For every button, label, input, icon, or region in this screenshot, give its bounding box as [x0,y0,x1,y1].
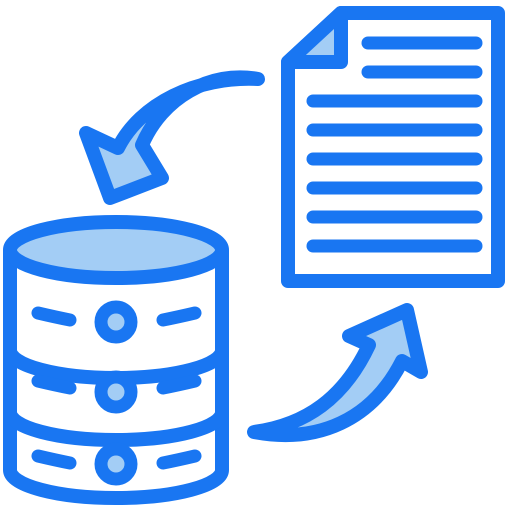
document-folded-corner [281,6,348,69]
document-text-lines [306,36,483,253]
database-slot [31,374,77,395]
database-divider [3,410,229,447]
database-slot [31,449,77,470]
database-indicator-light [94,442,138,486]
database-slot [156,306,202,327]
database-slot [156,374,202,395]
database-icon [3,215,229,505]
arrow-to-database-icon [79,70,265,205]
database-slot [156,449,202,470]
database-indicators [94,300,138,486]
database-indicator-light [94,370,138,414]
database-slot [31,306,77,327]
database-slot-lines [31,306,202,470]
database-top [3,215,229,285]
document-icon [281,6,505,288]
database-indicator-light [94,300,138,344]
arrow-to-document-icon [247,303,428,442]
